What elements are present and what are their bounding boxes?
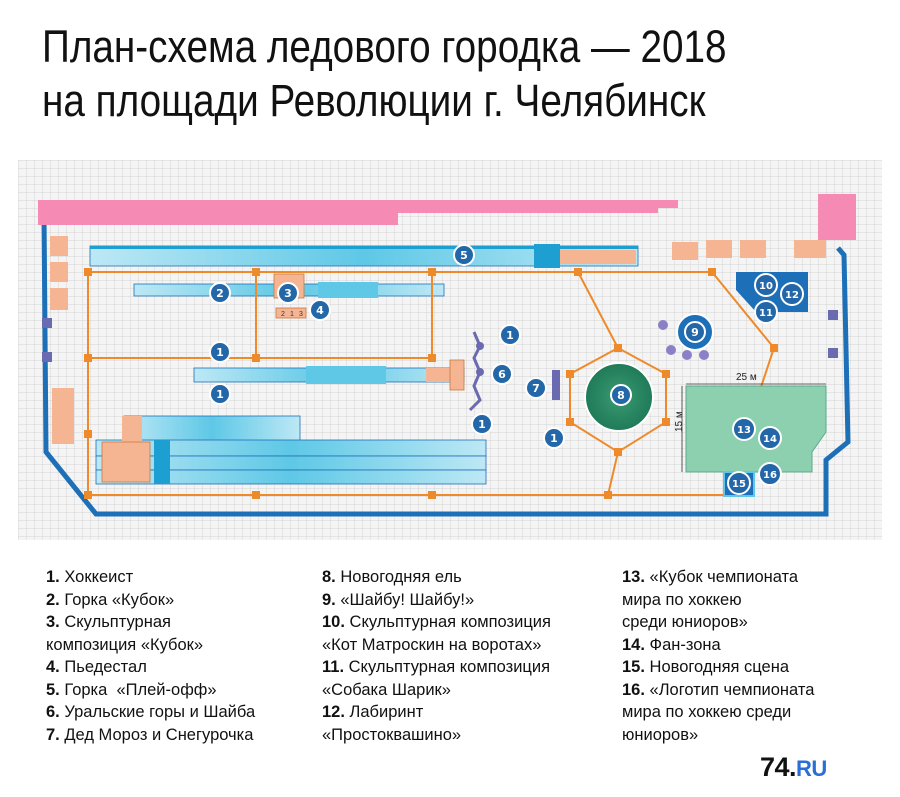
pedestal-sub-label-1: 1 [290, 311, 294, 318]
legend-item: «Собака Шарик» [322, 680, 451, 699]
legend-item: 5. Горка «Плей-офф» [46, 680, 217, 699]
map-markers: 1 1 1 1 1 2 3 4 5 6 7 8 9 10 11 12 13 14… [209, 244, 804, 495]
svg-text:12: 12 [785, 290, 799, 301]
svg-text:3: 3 [284, 287, 292, 300]
svg-text:1: 1 [478, 418, 486, 431]
kiosks [50, 236, 826, 444]
legend-item: 2. Горка «Кубок» [46, 590, 175, 609]
legend-item: 12. Лабиринт [322, 703, 424, 721]
title-line-2: на площади Революции г. Челябинск [42, 75, 706, 126]
legend-item: 13. «Кубок чемпионата [622, 568, 799, 586]
marker-9: 9 [684, 321, 706, 343]
pedestal-sub-label-3: 3 [299, 311, 303, 318]
area-boundary [41, 214, 851, 517]
legend-item: «Простоквашино» [322, 725, 462, 744]
legend-item: 9. «Шайбу! Шайбу!» [322, 590, 475, 609]
legend-item: 10. Скульптурная композиция [322, 613, 551, 631]
marker-16: 16 [758, 462, 782, 486]
svg-text:8: 8 [617, 389, 625, 402]
marker-1a: 1 [499, 324, 521, 346]
svg-text:6: 6 [498, 368, 506, 381]
ice-slides-large [95, 415, 487, 485]
marker-2: 2 [209, 282, 231, 304]
marker-3: 3 [277, 282, 299, 304]
walkway-nodes [84, 268, 778, 499]
site-logo[interactable]: 74.RU [760, 752, 827, 782]
svg-text:13: 13 [737, 425, 751, 436]
svg-text:16: 16 [763, 470, 777, 481]
legend-item: 15. Новогодняя сцена [622, 658, 790, 676]
svg-text:5: 5 [460, 249, 468, 262]
marker-1b: 1 [209, 341, 231, 363]
legend-item: 1. Хоккеист [46, 568, 134, 586]
ded-moroz-figure [552, 370, 560, 400]
marker-7: 7 [525, 377, 547, 399]
marker-10: 10 [754, 273, 778, 297]
marker-1c: 1 [209, 383, 231, 405]
svg-text:1: 1 [216, 346, 224, 359]
dimension-15m: 15 м [674, 411, 685, 432]
legend-item: мира по хоккею [622, 590, 742, 609]
svg-text:1: 1 [506, 329, 514, 342]
legend-item: 4. Пьедестал [46, 658, 147, 676]
marker-14: 14 [758, 426, 782, 450]
svg-text:10: 10 [759, 281, 773, 292]
marker-15: 15 [727, 471, 751, 495]
marker-5: 5 [453, 244, 475, 266]
svg-text:9: 9 [691, 326, 699, 339]
slide-play-off [89, 244, 639, 268]
marker-4: 4 [309, 299, 331, 321]
posts [42, 310, 838, 362]
svg-text:11: 11 [759, 308, 773, 319]
slide-middle [193, 359, 465, 391]
svg-text:4: 4 [316, 304, 324, 317]
svg-text:1: 1 [216, 388, 224, 401]
svg-text:15: 15 [732, 479, 746, 490]
legend-item: 7. Дед Мороз и Снегурочка [46, 725, 254, 744]
legend-column-3: 13. «Кубок чемпионата мира по хоккею сре… [622, 566, 814, 746]
legend-item: 11. Скульптурная композиция [322, 658, 551, 676]
legend-item: 16. «Логотип чемпионата [622, 680, 815, 699]
legend-item: 8. Новогодняя ель [322, 568, 462, 586]
marker-1e: 1 [543, 427, 565, 449]
svg-text:1: 1 [550, 432, 558, 445]
marker-1d: 1 [471, 413, 493, 435]
legend-item: композиция «Кубок» [46, 635, 204, 654]
marker-12: 12 [780, 282, 804, 306]
legend-item: мира по хоккею среди [622, 703, 792, 721]
marker-8: 8 [610, 384, 632, 406]
svg-text:7: 7 [532, 382, 540, 395]
marker-11: 11 [754, 300, 778, 324]
legend-item: 14. Фан-зона [622, 635, 721, 654]
marker-6: 6 [491, 363, 513, 385]
legend-item: 6. Уральские горы и Шайба [46, 703, 256, 721]
building [38, 200, 658, 225]
title-line-1: План-схема ледового городка — 2018 [42, 21, 727, 72]
marker-13: 13 [732, 417, 756, 441]
pedestal-sub-label-2: 2 [281, 311, 285, 318]
legend-item: среди юниоров» [622, 613, 748, 631]
legend-column-1: 1. Хоккеист 2. Горка «Кубок» 3. Скульпту… [46, 566, 255, 746]
svg-text:2: 2 [216, 287, 224, 300]
legend-item: юниоров» [622, 725, 699, 744]
dimension-25m: 25 м [736, 372, 757, 383]
ural-mountains-puck [468, 331, 484, 412]
svg-text:14: 14 [763, 434, 777, 445]
legend-item: 3. Скульптурная [46, 613, 171, 631]
site-plan-map: 2 1 3 [18, 160, 882, 540]
page-title: План-схема ледового городка — 2018 на пл… [42, 20, 764, 128]
legend-item: «Кот Матроскин на воротах» [322, 635, 542, 654]
legend-column-2: 8. Новогодняя ель 9. «Шайбу! Шайбу!» 10.… [322, 566, 551, 746]
